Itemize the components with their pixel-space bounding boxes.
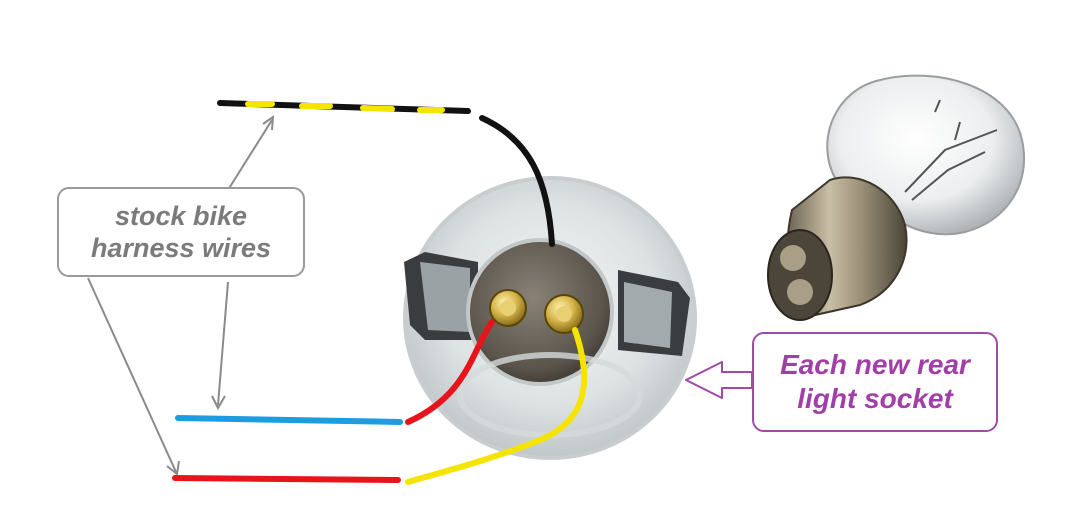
terminal-left-center — [500, 300, 516, 316]
harness-label-line1: stock bike — [114, 200, 248, 231]
wire-yellow-socket — [405, 327, 588, 485]
socket-label-line2: light socket — [797, 383, 953, 414]
socket-clip-left-highlight — [420, 262, 470, 332]
purple-pointer-arrow — [685, 361, 753, 399]
socket-bore — [468, 240, 612, 384]
socket-clip-right-highlight — [624, 282, 672, 348]
bulb-contact-bottom — [787, 279, 813, 305]
gray-pointer-arrows — [87, 114, 275, 476]
socket-label-line1: Each new rear — [780, 349, 970, 381]
terminal-right-center — [556, 306, 572, 322]
bulb-filament — [904, 99, 998, 201]
arrow-to-blue-wire — [217, 281, 229, 406]
wire-blue — [175, 415, 403, 425]
harness-wire-top — [217, 100, 471, 114]
bulb-icon — [745, 60, 1045, 330]
bulb-contact-top — [780, 245, 806, 271]
socket-label: Each new rear light socket — [752, 332, 998, 432]
wire-black — [479, 115, 555, 247]
socket-flange — [403, 176, 697, 460]
arrow-to-red-wire — [87, 277, 177, 473]
bulb-contacts — [767, 229, 833, 321]
wire-red-bottom — [172, 475, 401, 483]
harness-wires-label: stock bike harness wires — [57, 187, 305, 277]
socket-rim — [466, 238, 614, 386]
harness-label-line2: harness wires — [90, 233, 272, 263]
arrow-to-top-wire — [227, 119, 273, 191]
wire-red-socket — [405, 319, 495, 425]
